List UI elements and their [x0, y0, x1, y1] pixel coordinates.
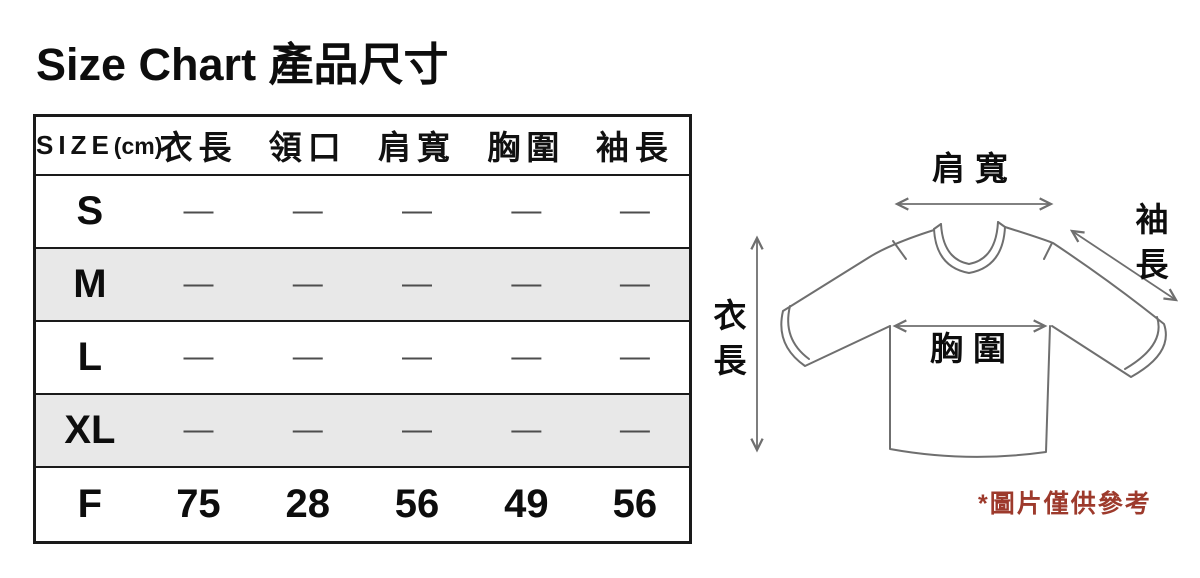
table-row-f: F 75 28 56 49 56: [34, 465, 691, 544]
size-header-label: SIZE: [36, 129, 114, 160]
shirt-measurement-diagram: 肩寬 袖長 衣長 胸圍 *圖片僅供參考: [700, 140, 1200, 540]
table-row-xl: XL — — — — —: [34, 392, 691, 468]
column-header-shoulder: 肩寬: [362, 114, 472, 176]
value-cell: —: [362, 246, 472, 322]
value-cell: 28: [253, 465, 363, 544]
page-title: Size Chart 產品尺寸: [36, 39, 449, 90]
value-cell: —: [143, 173, 254, 249]
value-cell: —: [362, 319, 472, 395]
collar-inner-line: [940, 221, 999, 265]
sleeve-length-label: 袖長: [1131, 202, 1168, 292]
table-row-l: L — — — — —: [34, 319, 691, 395]
value-cell: —: [471, 246, 581, 322]
column-header-chest: 胸圍: [471, 114, 581, 176]
left-sleeve-outline: [780, 229, 935, 367]
reference-only-note: *圖片僅供參考: [978, 490, 1152, 518]
value-cell: —: [143, 392, 254, 468]
value-cell: —: [580, 392, 691, 468]
size-header-cell: SIZE(cm): [34, 114, 162, 176]
left-cuff-line: [787, 305, 810, 360]
size-cell: S: [34, 173, 144, 249]
table-row-s: S — — — — —: [34, 173, 691, 249]
size-table: SIZE(cm) 衣長 領口 肩寬 胸圍 袖長 S — — — — — M — …: [33, 114, 692, 544]
size-unit-label: (cm): [113, 132, 163, 159]
sleeve-length-arrow: [1072, 231, 1176, 300]
value-cell: —: [253, 319, 363, 395]
value-cell: —: [143, 246, 254, 322]
table-header-row: SIZE(cm) 衣長 領口 肩寬 胸圍 袖長: [34, 114, 691, 176]
shoulder-width-label: 肩寬: [932, 150, 1018, 187]
chest-width-label: 胸圍: [930, 330, 1016, 367]
value-cell: —: [580, 246, 691, 322]
shirt-illustration: [700, 140, 1200, 458]
value-cell: —: [471, 319, 581, 395]
size-cell: F: [34, 465, 144, 544]
value-cell: 56: [580, 465, 691, 544]
size-cell: XL: [34, 392, 144, 468]
body-length-label: 衣長: [709, 298, 746, 388]
column-header-sleeve: 袖長: [580, 114, 691, 176]
value-cell: 56: [362, 465, 472, 544]
size-cell: L: [34, 319, 144, 395]
value-cell: —: [143, 319, 254, 395]
body-outline: [889, 325, 1051, 458]
value-cell: —: [253, 246, 363, 322]
value-cell: 75: [143, 465, 254, 544]
value-cell: —: [362, 173, 472, 249]
column-header-body-length: 衣長: [143, 114, 254, 176]
column-header-neck: 領口: [253, 114, 363, 176]
right-cuff-line: [1124, 316, 1160, 370]
value-cell: —: [471, 392, 581, 468]
value-cell: —: [362, 392, 472, 468]
value-cell: —: [253, 173, 363, 249]
value-cell: —: [580, 173, 691, 249]
size-cell: M: [34, 246, 144, 322]
table-row-m: M — — — — —: [34, 246, 691, 322]
value-cell: —: [253, 392, 363, 468]
shoulder-seam-marks: [892, 240, 1053, 260]
value-cell: —: [471, 173, 581, 249]
collar-end-caps: [933, 221, 1006, 230]
value-cell: —: [580, 319, 691, 395]
value-cell: 49: [471, 465, 581, 544]
collar-outer-line: [933, 226, 1006, 274]
